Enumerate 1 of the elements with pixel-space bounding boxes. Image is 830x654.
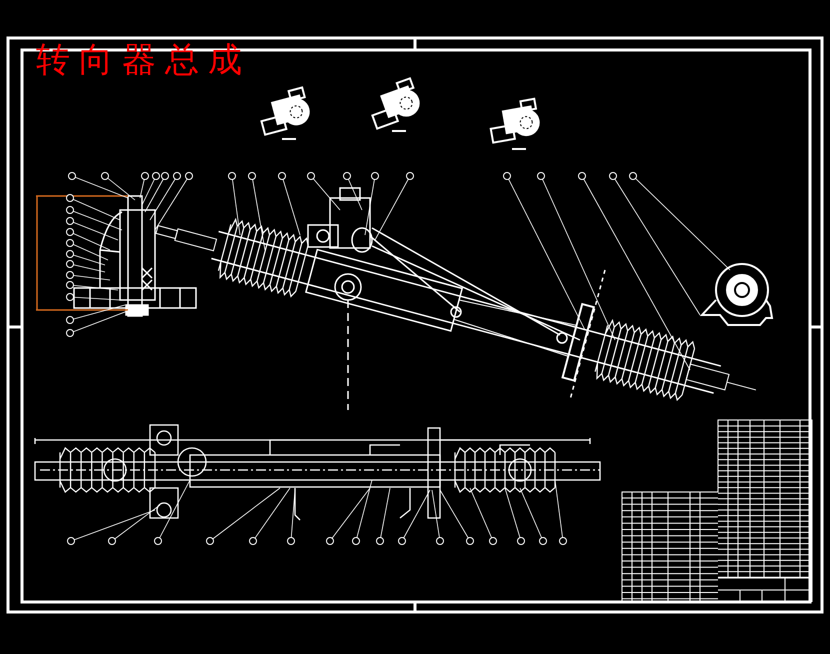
drawing-title: 转向器总成 xyxy=(36,39,251,82)
